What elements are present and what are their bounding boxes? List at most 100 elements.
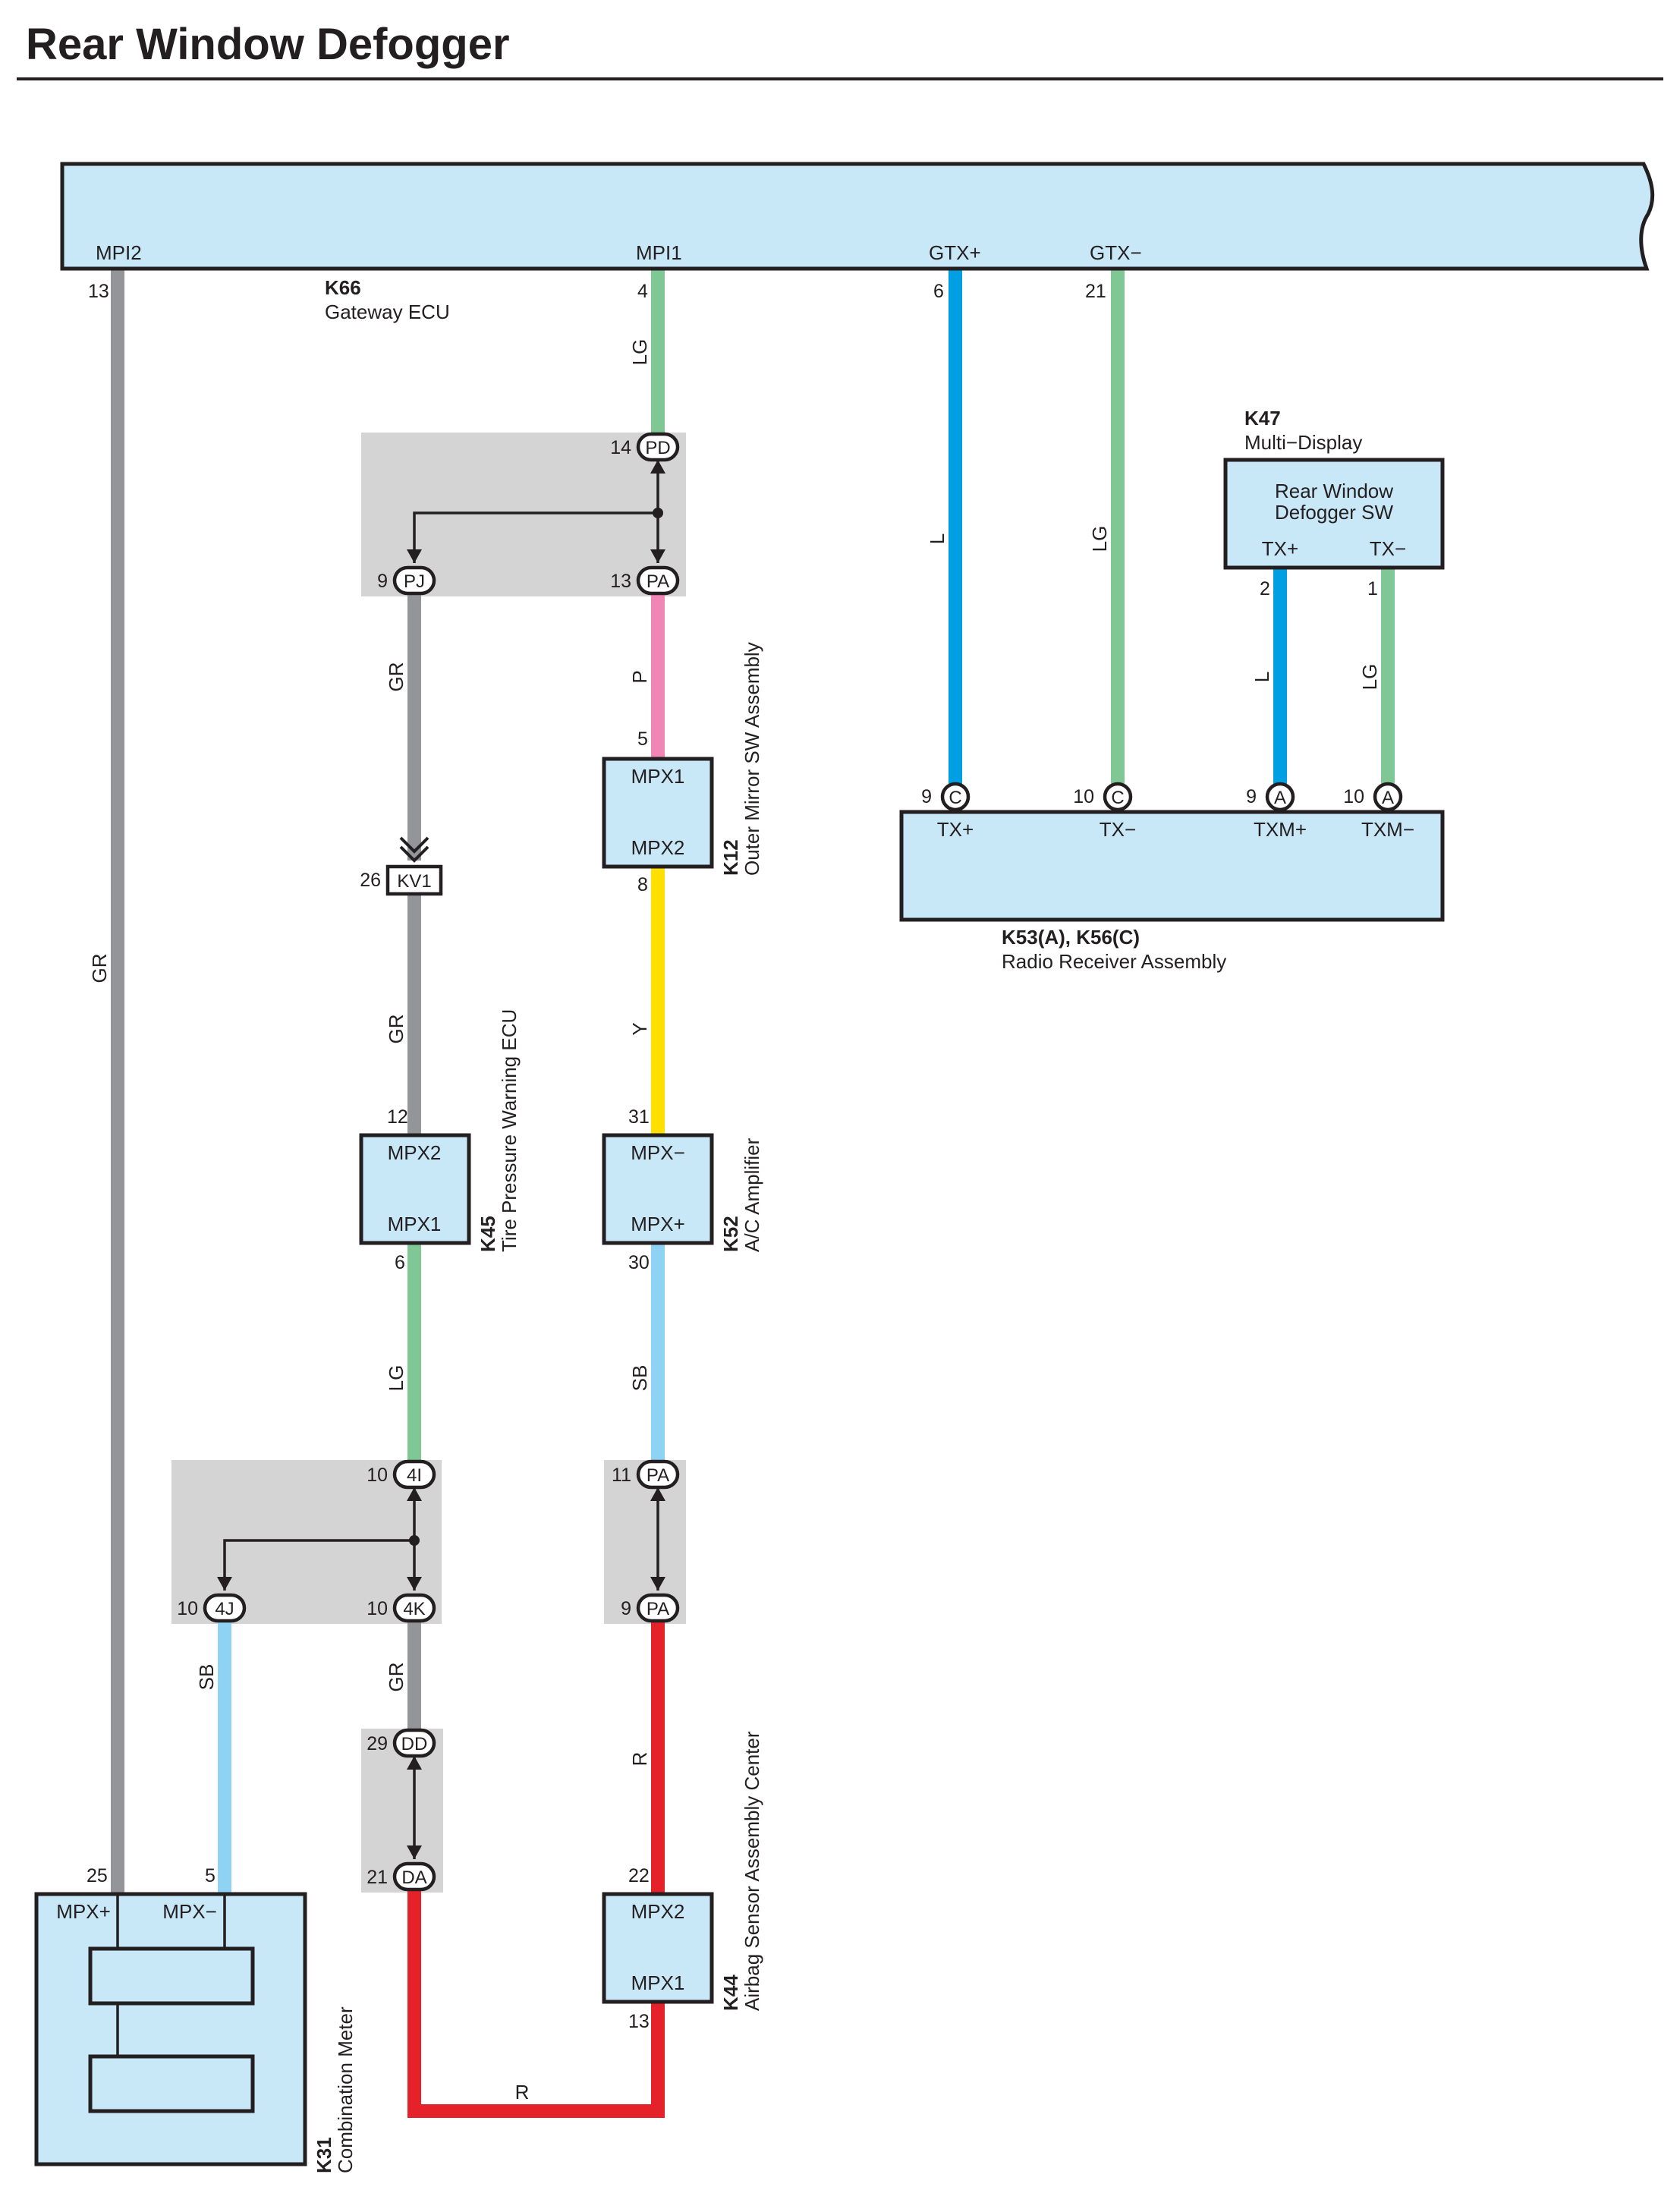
junction-pd-label: PD: [645, 438, 670, 458]
wire-code-gtxp: L: [926, 533, 949, 544]
k45-code: K45: [477, 1216, 499, 1252]
k53-code: K53(A), K56(C): [1002, 926, 1140, 949]
k66-pin-mpi1: MPI1: [636, 241, 682, 264]
k47-pinnum-txm: 1: [1367, 578, 1378, 599]
junction-pa-13-pin: 13: [610, 571, 631, 592]
wire-bottom-loop: [407, 1890, 665, 2118]
k53-pin-txp: TX+: [937, 818, 974, 841]
wire-code-pa-k44: R: [628, 1752, 651, 1767]
k52-pin-bottom: MPX+: [631, 1213, 685, 1235]
wire-code-4j-k31: SB: [195, 1664, 218, 1691]
k45-name: Tire Pressure Warning ECU: [498, 1009, 521, 1252]
wire-code-bottom-loop: R: [515, 2081, 530, 2103]
junction-dd-label: DD: [401, 1734, 428, 1754]
k47-multi-display-box: [1223, 458, 1445, 570]
k52-ac-amplifier-box: [602, 1133, 714, 1245]
k31-pinnum-mpxp: 25: [87, 1865, 108, 1886]
k66-code: K66: [325, 276, 361, 299]
k45-label: K45 Tire Pressure Warning ECU: [477, 1009, 521, 1252]
junction-4j-label: 4J: [215, 1599, 234, 1619]
k31-pin-mpxm: MPX−: [162, 1900, 217, 1923]
k53-connector-txmm: A: [1373, 782, 1403, 812]
k52-name: A/C Amplifier: [741, 1137, 763, 1252]
junction-4j: 4J: [203, 1593, 247, 1623]
k52-pinnum-bottom: 30: [628, 1252, 650, 1273]
wire-code-k45-4i: LG: [385, 1365, 407, 1392]
k47-name: Multi−Display: [1244, 431, 1362, 454]
k47-pin-txp: TX+: [1262, 537, 1298, 560]
k53-pinnum-txp: 9: [921, 786, 932, 807]
junction-4i-pin: 10: [367, 1465, 388, 1486]
k44-label: K44 Airbag Sensor Assembly Center: [719, 1731, 763, 2011]
junction-dd-pin: 29: [367, 1733, 388, 1754]
wire-code-k47-txp: L: [1251, 672, 1273, 682]
junction-upper-routing: [407, 458, 665, 563]
wire-code-kv1-k45: GR: [385, 1015, 407, 1044]
junction-pd: PD: [636, 432, 680, 462]
wire-code-k12-k52: Y: [628, 1022, 651, 1035]
page-title: Rear Window Defogger: [26, 20, 510, 69]
k53-pin-txmm: TXM−: [1361, 818, 1414, 841]
k44-pin-bottom: MPX1: [631, 1971, 685, 1994]
k52-pinnum-top: 31: [628, 1106, 650, 1128]
junction-pj-pin: 9: [377, 571, 388, 592]
junction-4j-pin: 10: [177, 1598, 198, 1619]
junction-pa-9-label: PA: [647, 1599, 669, 1619]
k44-name: Airbag Sensor Assembly Center: [741, 1731, 763, 2011]
k47-inner-line1: Rear Window: [1275, 480, 1393, 502]
k31-combination-meter-box: [34, 1892, 307, 2166]
k53-connector-txp-label: C: [949, 788, 961, 808]
k53-connector-txmp-label: A: [1274, 788, 1286, 808]
wire-code-k52-pa: SB: [628, 1365, 651, 1392]
k45-pinnum-top: 12: [387, 1106, 408, 1128]
junction-pa-13: PA: [636, 565, 680, 596]
junction-pj: PJ: [392, 565, 436, 596]
k31-label: K31 Combination Meter: [313, 2006, 357, 2173]
wire-code-mpi1: LG: [628, 339, 651, 366]
k53-connector-txp: C: [940, 782, 971, 812]
k66-name: Gateway ECU: [325, 300, 450, 323]
junction-pa-11-label: PA: [647, 1465, 669, 1486]
junction-pa-lower-routing: [650, 1486, 665, 1591]
junction-da-pin: 21: [367, 1867, 388, 1888]
k12-code: K12: [719, 839, 742, 876]
k47-pinnum-txp: 2: [1260, 578, 1270, 599]
junction-pa-13-label: PA: [647, 571, 669, 592]
k12-outer-mirror-box: [602, 757, 714, 869]
k45-pin-top: MPX2: [388, 1141, 442, 1164]
junction-4i-label: 4I: [407, 1465, 422, 1486]
k47-code: K47: [1244, 407, 1281, 430]
k12-pin-bottom: MPX2: [631, 836, 685, 859]
k45-tire-pressure-box: [359, 1133, 471, 1245]
k53-pinnum-txm: 10: [1073, 786, 1094, 807]
junction-pa-11: PA: [636, 1459, 680, 1490]
k44-pinnum-bottom: 13: [628, 2011, 650, 2032]
k66-pinnum-mpi1: 4: [637, 281, 648, 302]
k53-name: Radio Receiver Assembly: [1002, 950, 1226, 973]
wires: [111, 269, 1395, 2118]
wire-code-pa-k12: P: [628, 670, 651, 683]
k12-pin-top: MPX1: [631, 765, 685, 788]
k47-pin-txm: TX−: [1370, 537, 1406, 560]
k44-code: K44: [719, 1974, 742, 2011]
wire-code-pj-kv1: GR: [385, 662, 407, 692]
k66-gateway-ecu-box: [60, 162, 1655, 271]
k66-pinnum-gtxm: 21: [1085, 281, 1106, 302]
junction-4k-label: 4K: [403, 1599, 425, 1619]
k53-pin-txmp: TXM+: [1254, 818, 1307, 841]
k66-pinnum-gtxp: 6: [933, 281, 944, 302]
junction-dd: DD: [392, 1728, 436, 1758]
junction-pj-label: PJ: [404, 571, 425, 592]
wire-code-gtxm: LG: [1088, 526, 1111, 552]
k52-label: K52 A/C Amplifier: [719, 1137, 763, 1252]
junction-pd-pin: 14: [610, 437, 631, 458]
k45-pin-bottom: MPX1: [388, 1213, 442, 1235]
k12-pinnum-bottom: 8: [637, 874, 648, 895]
k31-inner-block-1: [88, 1946, 255, 2006]
k12-name: Outer Mirror SW Assembly: [741, 642, 763, 876]
junction-da: DA: [392, 1861, 436, 1892]
k31-inner-block-2: [88, 2054, 255, 2113]
k47-inner-line2: Defogger SW: [1275, 501, 1394, 524]
connector-kv1: KV1: [385, 836, 443, 896]
